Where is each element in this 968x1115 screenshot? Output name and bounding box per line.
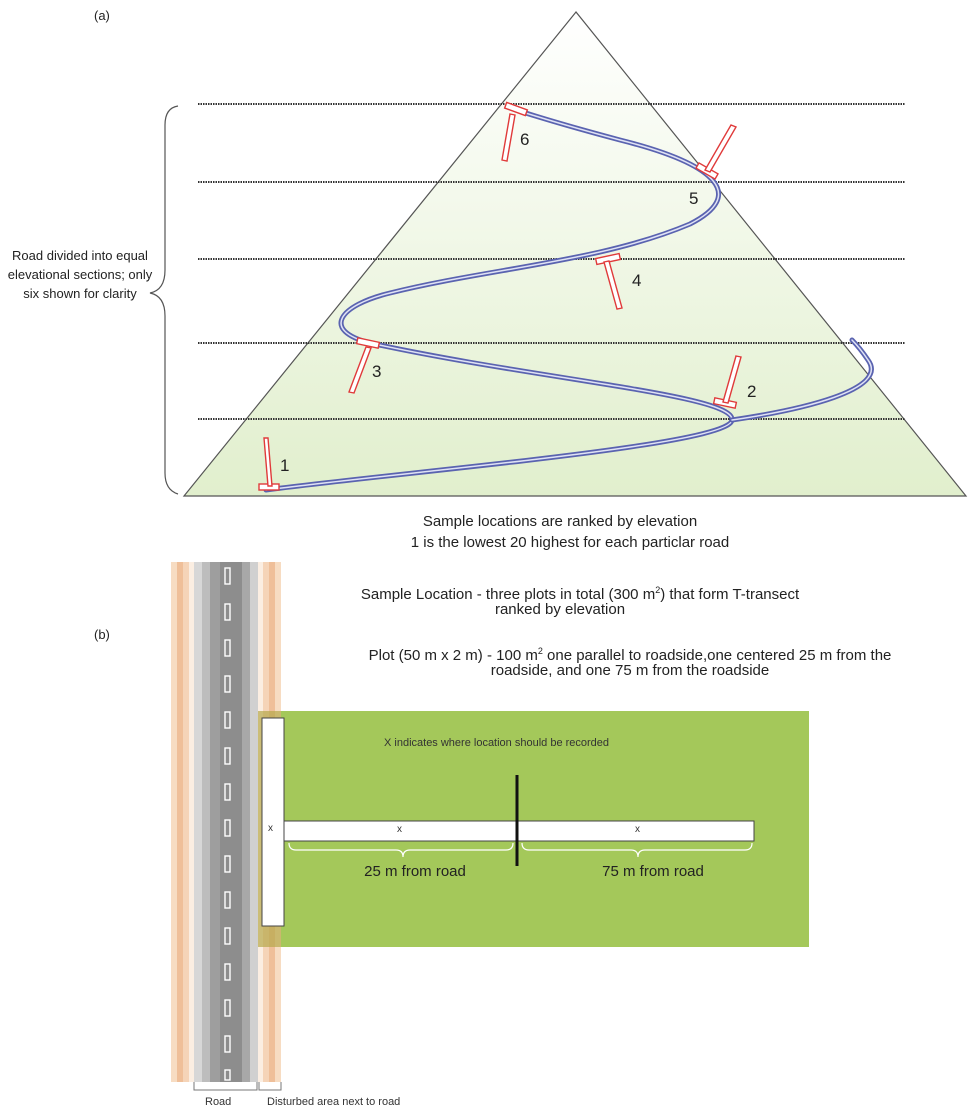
x-note: X indicates where location should be rec… bbox=[384, 737, 610, 749]
plot-description-line-1: Plot (50 m x 2 m) - 100 m2 one parallel … bbox=[368, 646, 892, 664]
sample-marker-6 bbox=[501, 101, 529, 162]
road-label: Road bbox=[205, 1096, 232, 1108]
plot-marker-75m: x bbox=[635, 824, 640, 835]
plot-description-line-2: roadside, and one 75 m from the roadside bbox=[490, 662, 770, 679]
marker-label-3: 3 bbox=[372, 362, 382, 381]
verge-left bbox=[171, 562, 194, 1082]
marker-label-6: 6 bbox=[520, 130, 530, 149]
marker-label-5: 5 bbox=[689, 189, 699, 208]
sample-marker-4 bbox=[594, 252, 623, 310]
caption-line-2: 1 is the lowest 20 highest for each part… bbox=[410, 534, 730, 551]
distance-75m-label: 75 m from road bbox=[602, 863, 704, 880]
marker-label-2: 2 bbox=[747, 382, 757, 401]
sample-marker-5 bbox=[695, 124, 738, 181]
distance-25m-label: 25 m from road bbox=[364, 863, 466, 880]
lane-dashes bbox=[224, 567, 231, 1081]
panel-b-label: (b) bbox=[94, 627, 110, 642]
brace-disturbed bbox=[258, 1082, 282, 1091]
brace-25m bbox=[288, 842, 514, 858]
sections-note: Road divided into equal elevational sect… bbox=[7, 248, 153, 301]
brace-road bbox=[193, 1082, 258, 1091]
elevation-lines bbox=[198, 103, 905, 420]
sample-marker-1 bbox=[258, 437, 280, 491]
mountain-triangle bbox=[182, 11, 968, 497]
marker-label-1: 1 bbox=[280, 456, 290, 475]
sample-marker-3 bbox=[348, 336, 381, 394]
sample-location-line-1: Sample Location - three plots in total (… bbox=[360, 585, 800, 603]
plot-parallel bbox=[261, 717, 285, 927]
section-brace bbox=[149, 105, 179, 495]
marker-label-4: 4 bbox=[632, 271, 642, 290]
sample-marker-2 bbox=[712, 355, 742, 410]
plot-marker-parallel: x bbox=[268, 823, 273, 834]
disturbed-area-label: Disturbed area next to road bbox=[267, 1096, 401, 1108]
winding-road bbox=[263, 104, 874, 493]
sample-location-line-2: ranked by elevation bbox=[494, 601, 626, 618]
panel-a-label: (a) bbox=[94, 8, 110, 23]
plot-marker-25m: x bbox=[397, 824, 402, 835]
brace-75m bbox=[521, 842, 753, 858]
caption-line-1: Sample locations are ranked by elevation bbox=[422, 513, 698, 530]
